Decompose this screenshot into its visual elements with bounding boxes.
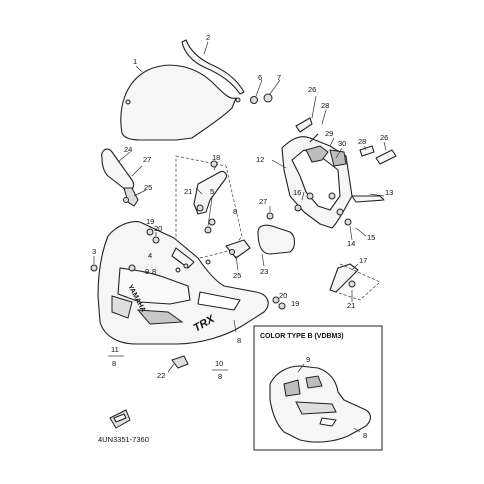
callout-27-b: 27 bbox=[259, 197, 267, 206]
callout-27-a: 27 bbox=[143, 155, 151, 164]
callout-4: 4 bbox=[148, 251, 152, 260]
callout-1: 1 bbox=[133, 57, 137, 66]
callout-21-a: 21 bbox=[184, 187, 192, 196]
callout-7: 7 bbox=[277, 73, 281, 82]
mirror bbox=[101, 148, 147, 207]
color-type-inset bbox=[253, 325, 383, 451]
cowling-stay bbox=[193, 160, 228, 226]
callout-9-b: 9 bbox=[306, 355, 310, 364]
callout-20-a: 20 bbox=[154, 224, 162, 233]
callout-5: 5 bbox=[210, 187, 214, 196]
callout-8-d: 8 bbox=[218, 372, 222, 381]
callout-18: 18 bbox=[212, 153, 220, 162]
callout-17: 17 bbox=[359, 256, 367, 265]
inset-title: COLOR TYPE B (VDBM3) bbox=[260, 333, 344, 340]
headlight-stay bbox=[271, 95, 397, 241]
callout-19-a: 19 bbox=[146, 217, 154, 226]
callout-3: 3 bbox=[92, 247, 96, 256]
bolt-19b bbox=[278, 302, 286, 310]
windscreen bbox=[120, 64, 237, 141]
callout-2: 2 bbox=[206, 33, 210, 42]
windscreen-trim bbox=[181, 39, 245, 95]
callout-12: 12 bbox=[256, 155, 264, 164]
collar-4 bbox=[128, 264, 136, 272]
callout-30: 30 bbox=[338, 139, 346, 148]
bracket-25 bbox=[225, 239, 251, 271]
callout-8-a: 8 bbox=[152, 267, 156, 276]
callout-8-e: 8 bbox=[233, 207, 237, 216]
callout-19-b: 19 bbox=[291, 299, 299, 308]
callout-9-a: 9 bbox=[145, 267, 149, 276]
grommet-22 bbox=[167, 355, 189, 373]
upper-cowling bbox=[97, 221, 269, 345]
callout-13: 13 bbox=[385, 188, 393, 197]
callout-23: 23 bbox=[260, 267, 268, 276]
headlight-cover bbox=[257, 224, 296, 267]
callout-28-b: 28 bbox=[358, 137, 366, 146]
callout-24: 24 bbox=[124, 145, 132, 154]
callout-28-a: 28 bbox=[321, 101, 329, 110]
callout-14: 14 bbox=[347, 239, 355, 248]
reference-tag bbox=[109, 409, 131, 429]
callout-8-c: 8 bbox=[112, 359, 116, 368]
callout-8-f: 8 bbox=[363, 431, 367, 440]
drawing-code: 4UN3351-7360 bbox=[98, 435, 149, 444]
bolt-19a bbox=[146, 228, 154, 236]
bolt-5 bbox=[204, 226, 212, 234]
callout-26-b: 26 bbox=[380, 133, 388, 142]
callout-11: 11 bbox=[111, 345, 119, 354]
bolt-27 bbox=[266, 212, 274, 220]
callout-10: 10 bbox=[215, 359, 223, 368]
bolt-3 bbox=[90, 264, 98, 272]
callout-20-b: 20 bbox=[279, 291, 287, 300]
callout-26-a: 26 bbox=[308, 85, 316, 94]
side-stay bbox=[329, 263, 381, 302]
grommet-20b bbox=[272, 296, 280, 304]
screw-6 bbox=[250, 96, 258, 104]
grommet-20a bbox=[152, 236, 160, 244]
callout-16: 16 bbox=[293, 188, 301, 197]
callout-29: 29 bbox=[325, 129, 333, 138]
nut-7 bbox=[263, 93, 273, 103]
callout-21-b: 21 bbox=[347, 301, 355, 310]
callout-22: 22 bbox=[157, 371, 165, 380]
callout-6: 6 bbox=[258, 73, 262, 82]
callout-8-b: 8 bbox=[237, 336, 241, 345]
callout-25-a: 25 bbox=[144, 183, 152, 192]
callout-25-b: 25 bbox=[233, 271, 241, 280]
callout-15: 15 bbox=[367, 233, 375, 242]
